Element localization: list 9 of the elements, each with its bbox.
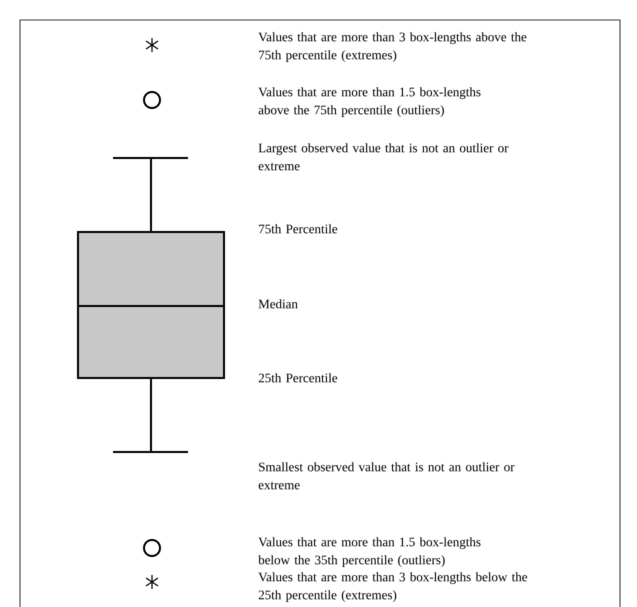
- description: 75th Percentile: [259, 224, 338, 234]
- description: Median: [258, 299, 298, 308]
- description: 25th Percentile: [258, 373, 338, 382]
- description: Smallest observed value that is not an outlier or extreme: [258, 462, 514, 490]
- description: Values that are more than 1.5 box-lengths below the 35th percentile (outliers): [258, 537, 480, 567]
- description: Values that are more than 1.5 box-lengths above the 75th percentile (outliers): [258, 87, 480, 117]
- description: Values that are more than 3 box-lengths above the 75th percentile (extremes): [258, 32, 526, 62]
- description: Values that are more than 3 box-lengths below the 25th percentile (extremes): [258, 572, 528, 602]
- description: Largest observed value that is not an outlier or extreme: [258, 143, 508, 170]
